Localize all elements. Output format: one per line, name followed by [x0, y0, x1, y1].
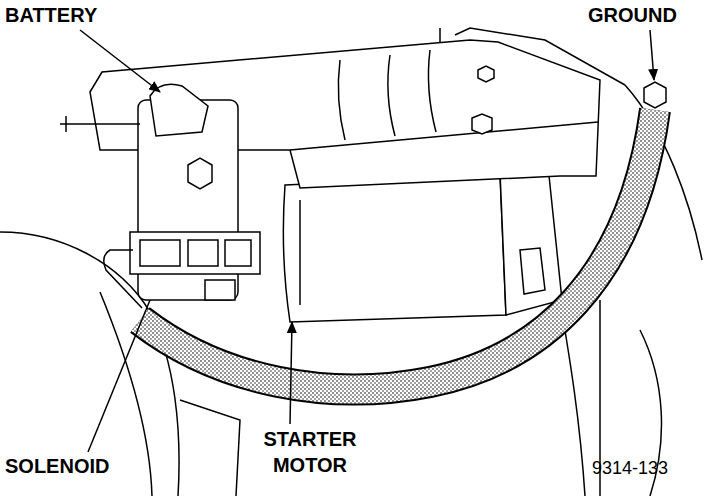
control-wire	[104, 250, 142, 308]
cable-outline	[140, 110, 655, 389]
part-label-holder: BATTERY	[5, 3, 97, 27]
figure-number-holder: 9314-133	[592, 458, 668, 480]
bracket-edge	[180, 400, 240, 496]
shield-bolt	[478, 66, 494, 82]
cable-braid	[140, 110, 655, 389]
starter-motor	[283, 166, 562, 322]
part-label: STARTER MOTOR	[258, 426, 362, 478]
connector-block	[130, 232, 260, 274]
leader-arrow	[290, 322, 292, 424]
figure-number: 9314-133	[592, 458, 668, 480]
motor-body	[283, 175, 506, 322]
shield-fold	[290, 122, 598, 150]
mounting-stud	[60, 116, 140, 132]
solenoid	[60, 84, 260, 308]
drive-boss	[520, 248, 545, 294]
part-label: BATTERY	[5, 3, 97, 27]
shield-rib	[338, 50, 436, 140]
part-label-holder: GROUND	[588, 3, 677, 27]
solenoid-nut	[205, 280, 235, 300]
leader-arrow	[80, 30, 160, 92]
terminal-nut	[188, 158, 212, 189]
battery-terminal	[150, 84, 208, 136]
part-label: GROUND	[588, 3, 677, 27]
part-label: SOLENOID	[5, 454, 109, 478]
part-label-holder: STARTER MOTOR	[258, 426, 362, 478]
motor-seam	[299, 200, 301, 305]
ground-cable	[140, 82, 666, 389]
connector-plug	[225, 240, 251, 266]
leader-arrow	[650, 30, 654, 80]
connector-plug	[140, 240, 180, 266]
drive-housing	[500, 166, 562, 315]
part-label-holder: SOLENOID	[5, 454, 109, 478]
connector-plug	[188, 240, 218, 266]
leader-line	[88, 300, 150, 452]
leader-lines	[80, 30, 654, 452]
engine-outline	[0, 28, 702, 496]
shield-bolt	[472, 114, 492, 134]
ground-bolt	[644, 82, 666, 108]
